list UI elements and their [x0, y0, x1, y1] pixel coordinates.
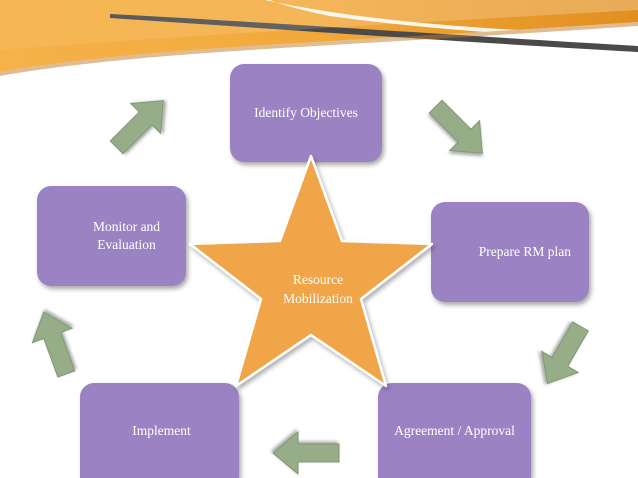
step-label: Identify Objectives [254, 105, 358, 120]
banner-lower-edge [0, 22, 638, 76]
step-label: Agreement / Approval [394, 422, 515, 438]
star-shape [188, 154, 434, 388]
step-prepare-rm-plan: Prepare RM plan [431, 202, 589, 302]
step-agreement-approval: Agreement / Approval [378, 383, 531, 478]
banner-white-streak [265, 0, 638, 40]
header-banner [0, 0, 638, 76]
step-identify-objectives: Identify Objectives [230, 64, 382, 162]
step-label: Implement [132, 422, 191, 438]
step-label: Prepare RM plan [478, 244, 571, 259]
step-implement: Implement [80, 383, 239, 478]
banner-gloss [0, 0, 638, 50]
step-label: Monitor and Evaluation [92, 219, 161, 252]
step-monitor-evaluation: Monitor and Evaluation [37, 186, 186, 286]
center-label: Resource Mobilization [283, 272, 353, 306]
